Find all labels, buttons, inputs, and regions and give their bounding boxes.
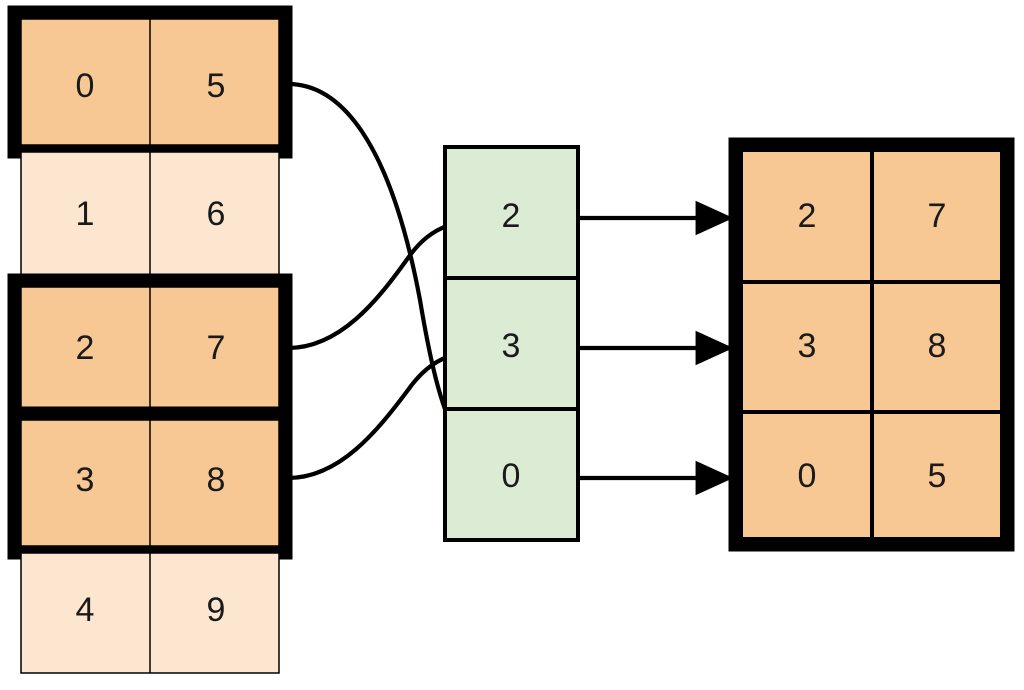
- source-cell-1-0: 1: [76, 195, 95, 233]
- source-cell-0-1: 5: [207, 67, 226, 105]
- source-row-4[interactable]: 4 9: [20, 552, 280, 674]
- result-cell-2-1: 5: [928, 457, 947, 495]
- index-list-item-2-label: 0: [502, 457, 521, 495]
- source-row-1[interactable]: 1 6: [20, 151, 280, 281]
- index-list-item-1-label: 3: [502, 327, 521, 365]
- source-row-2[interactable]: 2 7: [7, 273, 293, 427]
- result-cell-1-0: 3: [798, 327, 817, 365]
- result-row-1[interactable]: 3 8: [798, 327, 947, 365]
- index-list-item-0-label: 2: [502, 197, 521, 235]
- source-row-0[interactable]: 0 5: [7, 5, 293, 159]
- source-row-3[interactable]: 3 8: [7, 406, 293, 560]
- result-cell-2-0: 0: [798, 457, 817, 495]
- result-row-2[interactable]: 0 5: [798, 457, 947, 495]
- result-cell-0-1: 7: [928, 197, 947, 235]
- result-table-outline: [728, 137, 1015, 552]
- source-cell-2-0: 2: [76, 329, 95, 367]
- index-list-item-0[interactable]: 2: [443, 145, 580, 280]
- source-cell-2-1: 7: [207, 329, 226, 367]
- result-dataframe: 2 7 3 8 0 5: [728, 137, 1015, 552]
- source-cell-4-0: 4: [76, 591, 95, 629]
- index-selector-list: 2 3 0: [443, 145, 580, 542]
- source-cell-1-1: 6: [207, 195, 226, 233]
- index-list-item-0-background: [443, 145, 580, 280]
- result-cell-0-0: 2: [798, 197, 817, 235]
- result-cell-1-1: 8: [928, 327, 947, 365]
- source-cell-0-0: 0: [76, 67, 95, 105]
- index-list-item-1[interactable]: 3: [443, 276, 580, 411]
- source-dataframe: 0 5 1 6 2 7 3: [7, 5, 293, 674]
- source-cell-4-1: 9: [207, 591, 226, 629]
- source-cell-3-0: 3: [76, 461, 95, 499]
- source-cell-3-1: 8: [207, 461, 226, 499]
- index-list-item-2-background: [443, 407, 580, 542]
- result-row-0[interactable]: 2 7: [798, 197, 947, 235]
- arrow-connector-group: [580, 200, 734, 496]
- index-list-item-2[interactable]: 0: [443, 407, 580, 542]
